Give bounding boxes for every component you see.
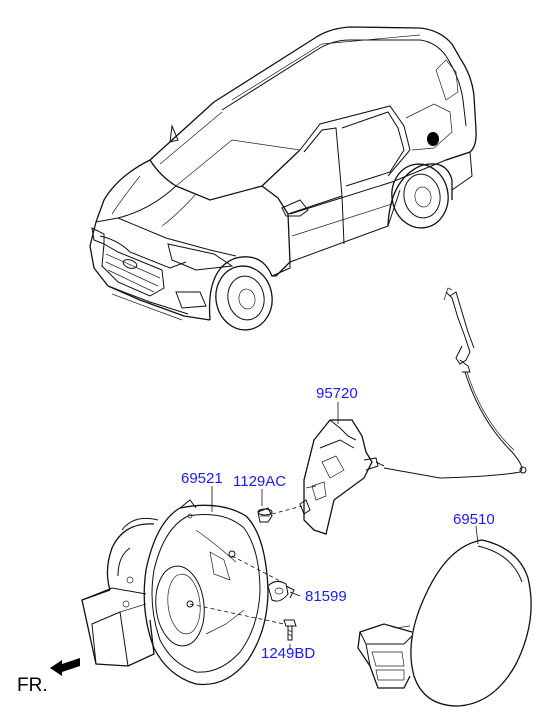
part-number-1129AC[interactable]: 1129AC bbox=[233, 473, 287, 490]
fuel-door-actuator-95720 bbox=[299, 419, 385, 535]
filler-housing-69521 bbox=[81, 499, 269, 686]
part-number-69510[interactable]: 69510 bbox=[453, 511, 495, 528]
clip-1129AC bbox=[257, 507, 273, 523]
leader-81599 bbox=[289, 591, 301, 597]
part-number-95720[interactable]: 95720 bbox=[316, 385, 358, 402]
vehicle-illustration bbox=[89, 26, 477, 331]
retainer-81599 bbox=[267, 580, 295, 602]
release-cable bbox=[383, 287, 527, 479]
fuel-door-location-marker bbox=[427, 132, 439, 146]
fuel-filler-door-69510 bbox=[357, 539, 532, 707]
front-direction-label: FR. bbox=[17, 675, 48, 696]
part-number-81599[interactable]: 81599 bbox=[305, 588, 347, 605]
part-number-1249BD[interactable]: 1249BD bbox=[261, 645, 316, 662]
arrow-left-icon bbox=[50, 658, 80, 676]
part-number-69521[interactable]: 69521 bbox=[181, 470, 223, 487]
leader-69510 bbox=[475, 525, 479, 545]
screw-1249BD bbox=[283, 619, 297, 641]
